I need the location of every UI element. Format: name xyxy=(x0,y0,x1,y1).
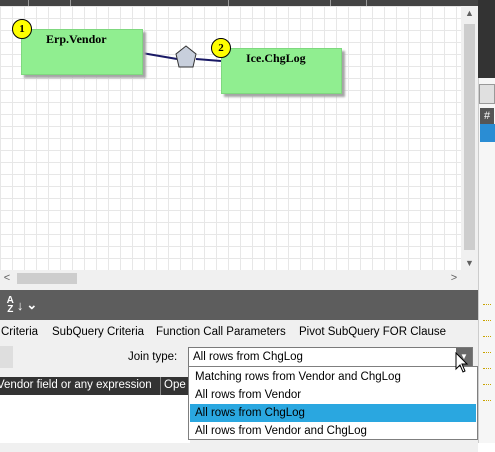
toolbar-divider xyxy=(70,0,71,6)
column-separator xyxy=(160,377,161,395)
join-line-left xyxy=(141,52,178,60)
right-panel-body xyxy=(478,78,495,443)
right-side-panel: # xyxy=(478,0,495,452)
dropdown-option[interactable]: All rows from Vendor and ChgLog xyxy=(195,425,367,437)
sort-caret: ⌄ xyxy=(26,297,38,312)
join-connector-layer xyxy=(141,45,222,68)
mouse-cursor-icon xyxy=(455,352,469,373)
diagram-vertical-scrollbar[interactable]: ▲ ▼ xyxy=(461,6,478,270)
grid-column-header[interactable]: Ope xyxy=(164,379,186,391)
tab-criteria[interactable]: Criteria xyxy=(1,326,39,338)
scrollbar-corner xyxy=(461,270,478,287)
right-panel-marker xyxy=(483,396,491,401)
dropdown-option[interactable]: All rows from Vendor xyxy=(195,389,302,401)
table-name: Ice.ChgLog xyxy=(246,51,306,65)
toolbar-divider xyxy=(366,0,367,6)
table-index-badge: 2 xyxy=(211,38,231,58)
criteria-tabs: Criteria SubQuery Criteria Function Call… xyxy=(0,320,478,344)
scroll-thumb[interactable] xyxy=(17,273,77,284)
right-panel-marker xyxy=(483,300,491,305)
join-type-label: Join type: xyxy=(128,351,178,363)
right-panel-marker xyxy=(483,348,491,353)
join-side-button[interactable] xyxy=(0,346,13,368)
join-type-value: All rows from ChgLog xyxy=(193,351,303,363)
query-diagram-canvas[interactable]: Erp.Vendor 1 Ice.ChgLog 2 xyxy=(0,6,461,270)
dropdown-option-selected[interactable]: All rows from ChgLog xyxy=(190,404,476,422)
right-panel-marker xyxy=(483,332,491,337)
tab-subquery-criteria[interactable]: SubQuery Criteria xyxy=(52,326,145,338)
tab-function-call-parameters[interactable]: Function Call Parameters xyxy=(156,326,286,338)
right-panel-tab[interactable] xyxy=(479,84,495,104)
join-type-dropdown-list[interactable]: Matching rows from Vendor and ChgLog All… xyxy=(188,366,478,440)
scroll-up-icon[interactable]: ▲ xyxy=(465,8,474,18)
table-vendor[interactable]: Erp.Vendor xyxy=(21,29,143,75)
diagram-horizontal-scrollbar[interactable]: < > xyxy=(0,270,461,287)
grid-column-header[interactable]: Vendor field or any expression xyxy=(0,379,152,391)
bottom-bar xyxy=(0,443,478,452)
table-index-badge: 1 xyxy=(12,19,32,39)
join-connector-icon[interactable] xyxy=(175,45,197,68)
top-toolbar-strip xyxy=(0,0,478,6)
right-panel-header: # xyxy=(480,108,494,124)
toolbar-divider xyxy=(228,0,229,6)
right-panel-marker xyxy=(483,316,491,321)
join-type-select[interactable]: All rows from ChgLog ▼ xyxy=(188,347,473,367)
tab-pivot-subquery[interactable]: Pivot SubQuery FOR Clause xyxy=(299,326,447,338)
toolbar-divider xyxy=(28,0,29,6)
right-panel-marker xyxy=(483,364,491,369)
scroll-left-icon[interactable]: < xyxy=(3,272,11,284)
right-panel-dark-area xyxy=(478,0,495,78)
join-line-right xyxy=(195,58,222,62)
sort-arrow-icon: ↓ xyxy=(16,297,24,313)
scroll-thumb[interactable] xyxy=(464,24,475,250)
grid-header: Vendor field or any expression Ope xyxy=(0,377,190,395)
scroll-right-icon[interactable]: > xyxy=(450,272,458,284)
scroll-down-icon[interactable]: ▼ xyxy=(465,258,474,268)
toolbar-divider xyxy=(330,0,331,6)
grid-body[interactable] xyxy=(0,395,190,443)
dropdown-option[interactable]: Matching rows from Vendor and ChgLog xyxy=(195,371,401,383)
right-panel-selected-row[interactable] xyxy=(480,124,495,142)
right-panel-marker xyxy=(483,380,491,385)
table-name: Erp.Vendor xyxy=(46,32,107,46)
table-chglog[interactable]: Ice.ChgLog xyxy=(221,48,342,94)
